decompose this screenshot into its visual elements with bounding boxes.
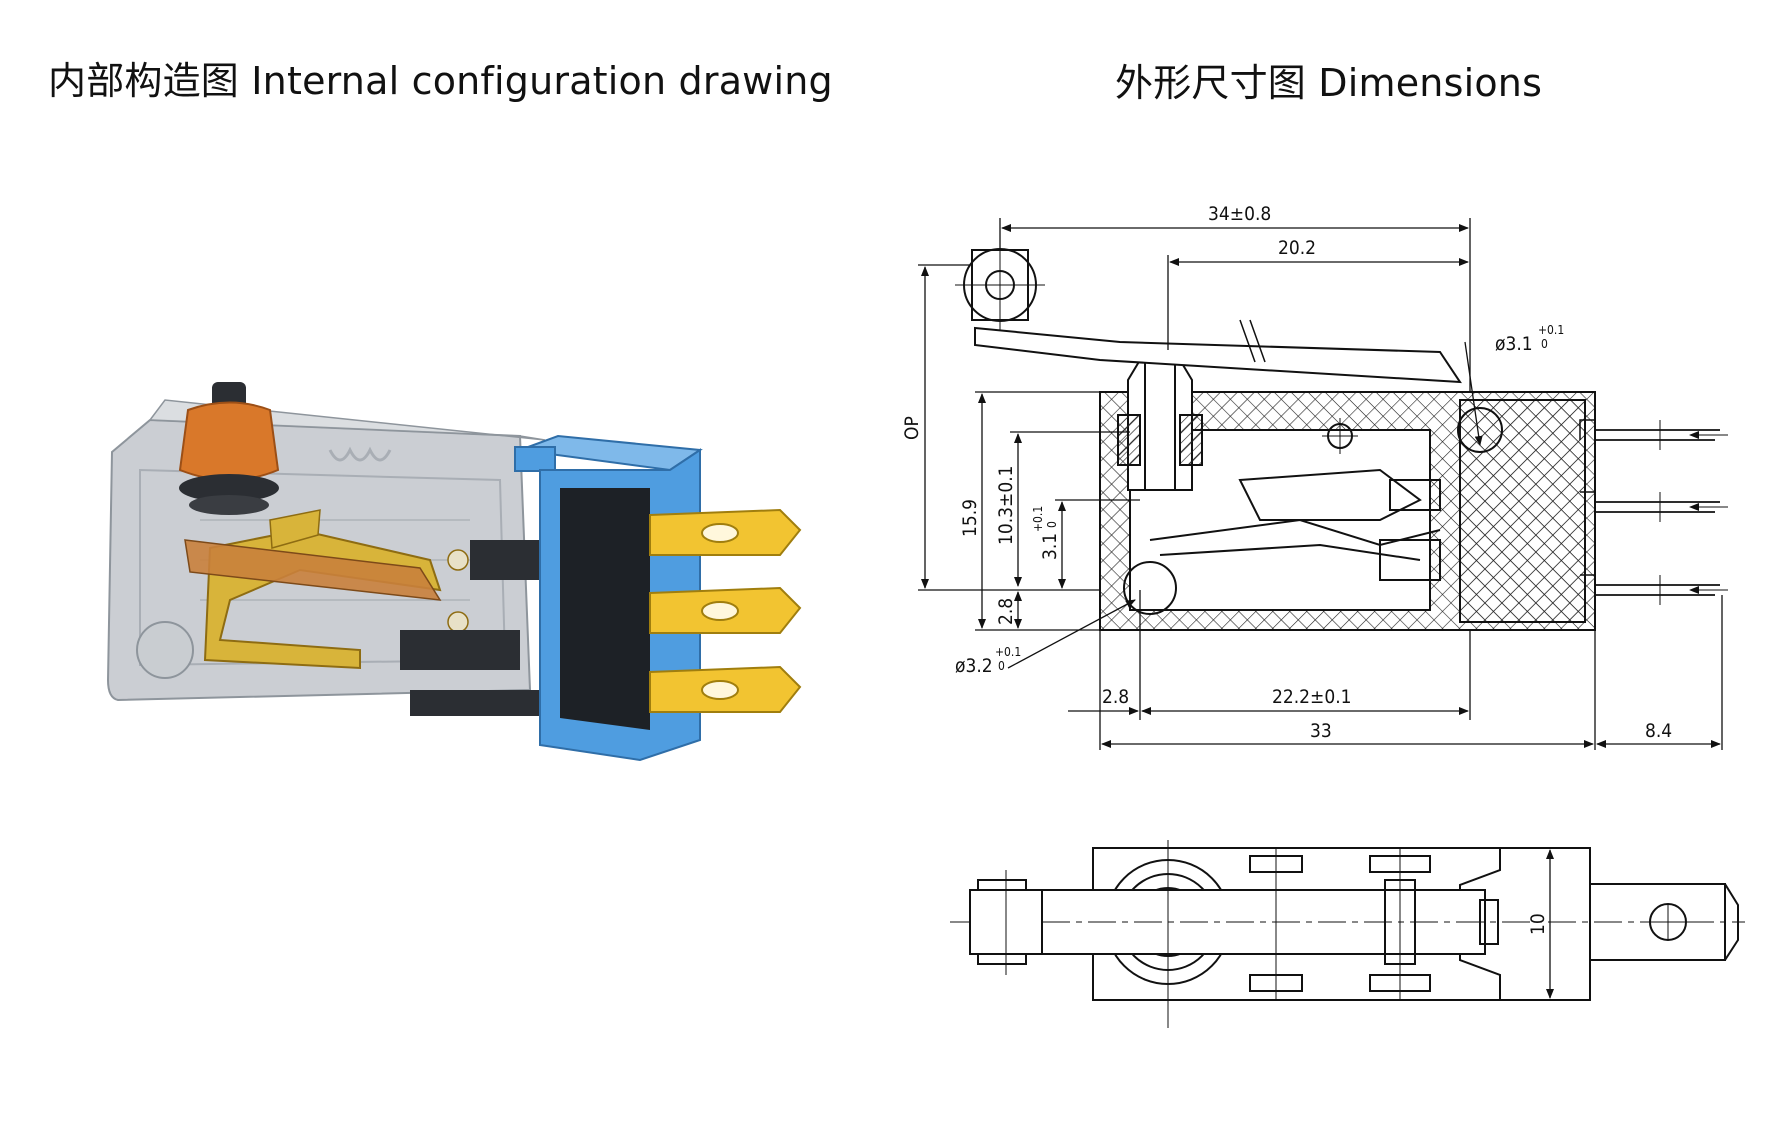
housing-mount-hole: [136, 621, 194, 679]
side-terminals: [1595, 429, 1720, 596]
copper-blade: [184, 539, 442, 601]
dim-hole-offset-tol-plus: +0.1: [1031, 506, 1045, 532]
dim-hole-top-tol-minus: 0: [1541, 337, 1548, 351]
dim-mount-height: 10.3±0.1: [995, 465, 1017, 545]
dim-hole-spacing: 22.2±0.1: [1272, 686, 1352, 708]
dim-overall-length: 34±0.8: [1208, 203, 1271, 225]
dark-insert: [470, 540, 540, 580]
dim-op: OP: [901, 416, 923, 440]
dim-hole-offset: 3.1: [1039, 533, 1061, 560]
dim-hole-offset-tol-minus: 0: [1045, 521, 1059, 528]
dim-body-length: 33: [1310, 720, 1332, 742]
dim-height: 15.9: [959, 499, 981, 537]
dim-width: 10: [1527, 913, 1549, 935]
terminal-top: [649, 508, 802, 556]
dim-base-offset: 2.8: [995, 598, 1017, 625]
dim-hole-bottom-tol-minus: 0: [998, 659, 1005, 673]
side-view-drawing: [955, 240, 1728, 631]
dim-left-offset: 2.8: [1102, 686, 1129, 708]
plunger-boot: [178, 401, 280, 481]
actuator-lever: [974, 326, 1462, 384]
side-view-dimension-lines: [918, 218, 1723, 750]
terminal-bottom: [649, 665, 802, 713]
dim-hole-bottom-tol-plus: +0.1: [995, 645, 1021, 659]
top-view-drawing: [950, 840, 1745, 1028]
dim-hole-top-tol-plus: +0.1: [1538, 323, 1564, 337]
internal-drawing-title: 内部构造图 Internal configuration drawing: [48, 59, 833, 103]
terminal-middle: [649, 586, 802, 634]
dim-actuator-pivot: 20.2: [1278, 237, 1316, 259]
side-view-dimension-text: 34±0.8 20.2 ø3.1 +0.1 0 OP 15.9 10.3±0.1…: [901, 203, 1672, 742]
dim-terminal-length: 8.4: [1645, 720, 1672, 742]
internal-illustration: [106, 382, 802, 762]
dim-hole-top: ø3.1: [1495, 333, 1533, 355]
dim-hole-bottom: ø3.2: [955, 655, 993, 677]
terminal-block-tab: [514, 446, 556, 472]
dimensions-title: 外形尺寸图 Dimensions: [1115, 61, 1543, 105]
